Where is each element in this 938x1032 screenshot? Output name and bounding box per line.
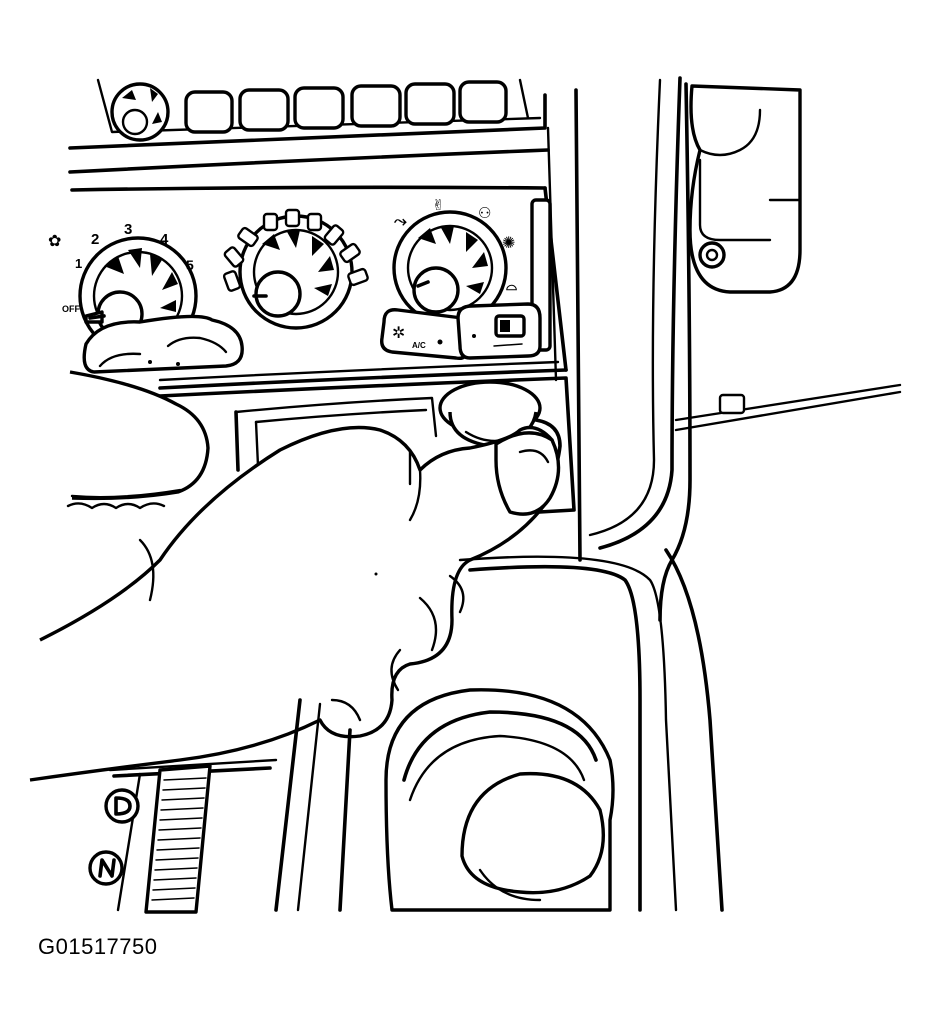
- center-console: [90, 550, 722, 912]
- fan-off-label: OFF: [62, 304, 80, 314]
- vent-icon: ⤳: [394, 213, 407, 230]
- shift-knob: [386, 690, 613, 910]
- fan-speed-2-label: 2: [91, 231, 99, 248]
- ac-button-label: A/C: [412, 341, 426, 350]
- ac-recirc-buttons: ✲ A/C: [382, 304, 540, 358]
- fan-speed-3-label: 3: [124, 221, 132, 238]
- temperature-scale: [223, 210, 368, 292]
- hvac-control-panel: ✿ 1 2 3 4 5 OFF: [48, 187, 566, 388]
- mode-dial: ⤳ ✌ ⚇ ✺ ⌓: [394, 197, 517, 324]
- temperature-dial: [223, 210, 368, 328]
- lower-bezel: [160, 378, 574, 520]
- gear-indicator: [90, 760, 276, 912]
- fan-icon: ✿: [48, 233, 61, 250]
- windshield-icon: ⌓: [506, 277, 517, 293]
- upper-radio-panel: [70, 80, 548, 172]
- radio-preset-buttons: [186, 82, 506, 132]
- floor-icon: ⚇: [478, 205, 491, 222]
- dash-trim: [548, 78, 900, 620]
- radio-knob: [112, 84, 168, 140]
- fan-speed-4-label: 4: [160, 231, 169, 248]
- bilevel-icon: ✌: [432, 197, 445, 214]
- defrost-icon: ✺: [502, 235, 515, 252]
- release-knob: [440, 382, 560, 488]
- gear-d-icon: [106, 790, 138, 822]
- lower-left-vent-control: [84, 316, 242, 372]
- figure-id: G01517750: [38, 934, 158, 959]
- fan-speed-1-label: 1: [75, 256, 82, 271]
- ac-snowflake-icon: ✲: [392, 325, 405, 342]
- fan-speed-5-label: 5: [186, 257, 194, 273]
- hand: [30, 372, 559, 780]
- gear-n-icon: [90, 852, 122, 884]
